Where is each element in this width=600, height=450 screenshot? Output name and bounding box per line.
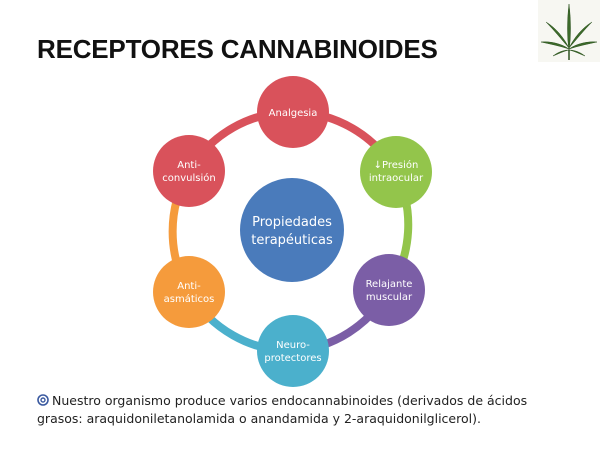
node-neuro-circle bbox=[257, 315, 329, 387]
node-anticonvulsion-circle bbox=[153, 135, 225, 207]
node-neuro-line-2: protectores bbox=[264, 353, 321, 364]
center-node-circle bbox=[240, 178, 344, 282]
node-analgesia: Analgesia bbox=[257, 76, 329, 148]
node-presion-line-1: ↓Presión bbox=[374, 159, 419, 171]
center-node: Propiedades terapéuticas bbox=[240, 178, 344, 282]
node-anticonvulsion-line-2: convulsión bbox=[162, 172, 215, 184]
node-antiasmaticos-circle bbox=[153, 256, 225, 328]
node-relajante-line-2: muscular bbox=[366, 292, 413, 303]
node-neuro-line-1: Neuro- bbox=[276, 340, 310, 351]
node-relajante-circle bbox=[353, 254, 425, 326]
slide-title: RECEPTORES CANNABINOIDES bbox=[37, 34, 438, 64]
spiral-bullet-icon bbox=[37, 394, 49, 406]
node-antiasmaticos-line-1: Anti- bbox=[177, 281, 201, 292]
center-node-line-2: terapéuticas bbox=[251, 233, 333, 248]
center-node-line-1: Propiedades bbox=[252, 215, 332, 230]
node-antiasmaticos-line-2: asmáticos bbox=[164, 293, 215, 305]
node-relajante-muscular: Relajante muscular bbox=[353, 254, 425, 326]
node-relajante-line-1: Relajante bbox=[366, 279, 413, 290]
node-neuroprotectores: Neuro- protectores bbox=[257, 315, 329, 387]
node-analgesia-circle bbox=[257, 76, 329, 148]
node-antiasmaticos: Anti- asmáticos bbox=[153, 256, 225, 328]
node-presion-circle bbox=[360, 136, 432, 208]
node-analgesia-label: Analgesia bbox=[269, 108, 318, 119]
footer-paragraph: Nuestro organismo produce varios endocan… bbox=[37, 392, 567, 428]
node-presion-intraocular: ↓Presión intraocular bbox=[360, 136, 432, 208]
node-anticonvulsion-line-1: Anti- bbox=[177, 160, 201, 171]
node-anticonvulsion: Anti- convulsión bbox=[153, 135, 225, 207]
cannabis-leaf-icon bbox=[538, 0, 600, 62]
footer-text: Nuestro organismo produce varios endocan… bbox=[37, 393, 528, 426]
node-presion-line-2: intraocular bbox=[369, 173, 424, 184]
